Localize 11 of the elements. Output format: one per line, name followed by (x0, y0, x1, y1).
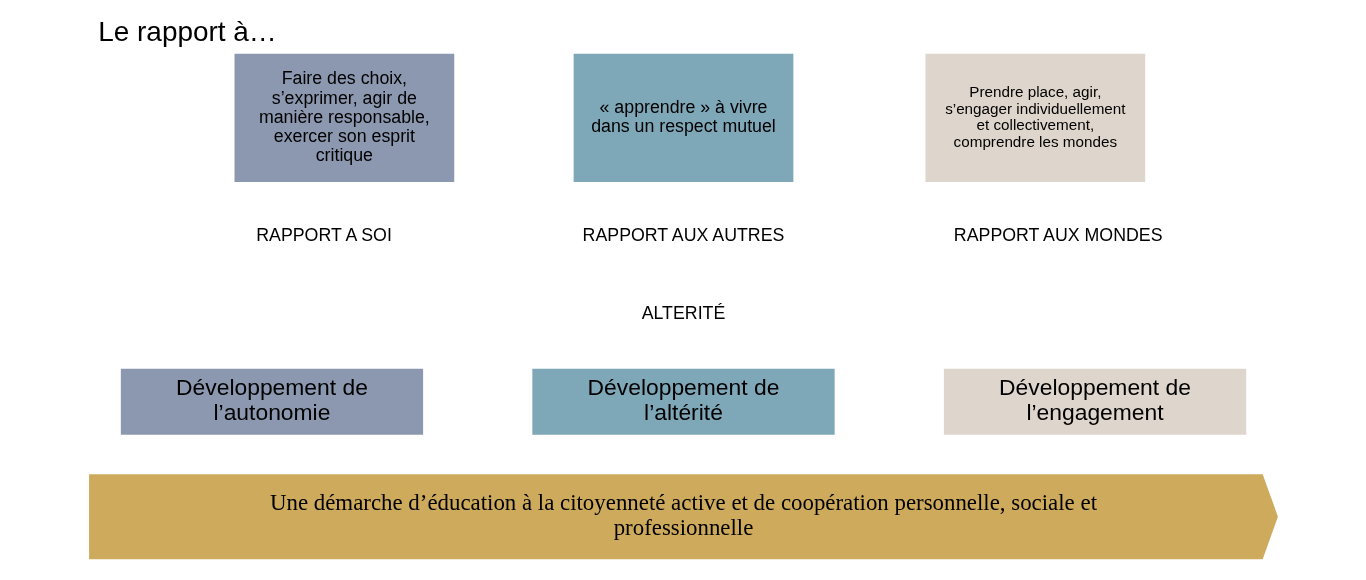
label: RAPPORT AUX MONDES (953, 225, 1163, 246)
label: RAPPORT AUX AUTRES (582, 225, 784, 246)
diagram-title: Le rapport à… (97, 15, 277, 47)
node-box: Prendre place, agir, s’engager individuellement et collectivement, comprendre les mondes (924, 53, 1145, 183)
node-box: Développement de l’autonomie (120, 368, 423, 435)
node-box: Développement de l’altérité (531, 368, 835, 435)
node-box: Développement de l’engagement (943, 368, 1246, 435)
node-box: Faire des choix, s’exprimer, agir de manière responsable, exercer son esprit critique (234, 53, 454, 183)
label: RAPPORT A SOI (255, 225, 392, 246)
node-box: « apprendre » à vivre dans un respect mutuel (573, 53, 793, 183)
label: ALTERITÉ (641, 302, 725, 323)
